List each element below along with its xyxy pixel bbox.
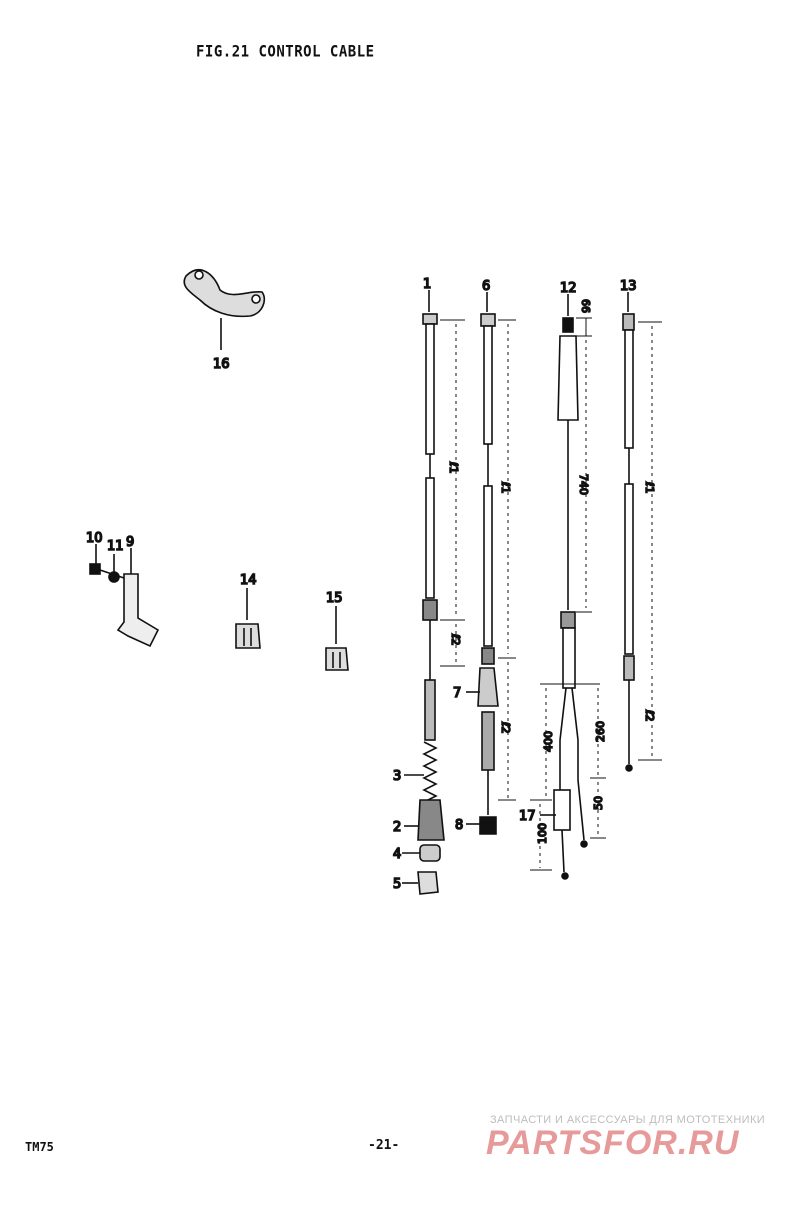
callout-14: 14	[240, 573, 257, 588]
callout-2: 2	[393, 820, 401, 835]
dim-740: 740	[577, 474, 590, 495]
cable-6-dimension-lines	[498, 319, 516, 801]
callout-13: 13	[620, 279, 637, 294]
cable-12	[553, 294, 588, 880]
callout-11: 11	[107, 539, 124, 554]
callout-6: 6	[482, 279, 490, 294]
dim-400: 400	[542, 731, 555, 752]
part-5-nut	[402, 871, 439, 895]
callout-10: 10	[86, 531, 103, 546]
figure-title: FIG.21 CONTROL CABLE	[196, 42, 375, 62]
dim-l2-cable-1: ℓ2	[449, 633, 462, 646]
model-code: TM75	[25, 1140, 54, 1154]
part-8-end	[466, 816, 497, 835]
callout-3: 3	[393, 769, 401, 784]
cable-1	[422, 290, 438, 835]
callout-12: 12	[560, 281, 577, 296]
dim-l1-cable-6: ℓ1	[499, 481, 512, 494]
watermark-tagline: ЗАПЧАСТИ И АКСЕССУАРЫ ДЛЯ МОТОТЕХНИКИ	[490, 1114, 766, 1126]
dim-l1-cable-1: ℓ1	[447, 461, 460, 474]
callout-1: 1	[423, 277, 431, 292]
callout-5: 5	[393, 877, 401, 892]
dim-66: 66	[579, 299, 592, 313]
callout-16: 16	[213, 357, 230, 372]
cable-13-dimension-lines	[638, 321, 662, 761]
dim-l2-cable-13: ℓ2	[643, 709, 656, 722]
dim-100: 100	[536, 823, 549, 844]
dim-l1-cable-13: ℓ1	[643, 481, 656, 494]
part-2-boot	[404, 799, 445, 841]
callout-4: 4	[393, 847, 401, 862]
page-number: -21-	[368, 1138, 400, 1153]
callout-9: 9	[126, 535, 134, 550]
cable-1-dimension-lines	[440, 319, 465, 667]
watermark-logo: PARTSFOR.RU	[486, 1124, 740, 1162]
part-9-bracket	[116, 548, 160, 648]
dim-260: 260	[594, 721, 607, 742]
callout-17: 17	[519, 809, 536, 824]
dim-50: 50	[592, 796, 605, 810]
dim-l2-cable-6: ℓ2	[499, 721, 512, 734]
part-14-clip	[235, 588, 261, 649]
callout-8: 8	[455, 818, 463, 833]
cable-12-dimension-lines	[530, 317, 606, 871]
cable-6	[477, 292, 499, 815]
part-16-bracket	[183, 269, 266, 350]
cable-13	[622, 292, 635, 772]
part-11-washer	[108, 554, 120, 583]
callout-7: 7	[453, 686, 461, 701]
part-15-clip	[325, 606, 349, 671]
part-4-adjuster	[402, 844, 441, 862]
callout-15: 15	[326, 591, 343, 606]
